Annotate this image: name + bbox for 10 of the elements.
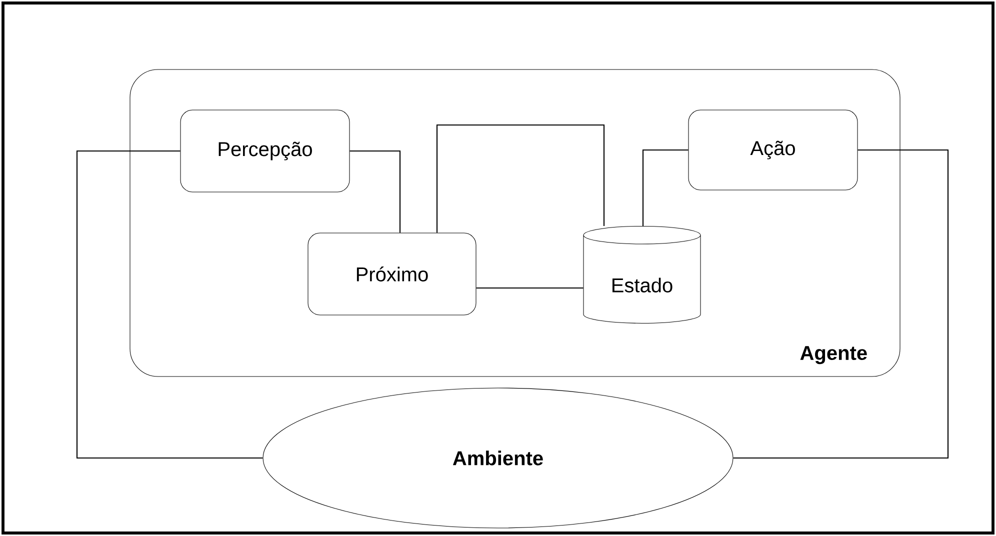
connector-line xyxy=(476,287,584,289)
connector-line xyxy=(436,124,605,233)
connector-line xyxy=(642,149,688,226)
connector-line xyxy=(733,149,949,459)
database-cylinder: Estado xyxy=(583,226,701,324)
connector-line xyxy=(350,150,401,233)
process-box: Próximo xyxy=(308,232,476,316)
process-box: Ação xyxy=(688,110,858,190)
process-box: Percepção xyxy=(180,110,350,192)
connector-line xyxy=(76,150,263,459)
